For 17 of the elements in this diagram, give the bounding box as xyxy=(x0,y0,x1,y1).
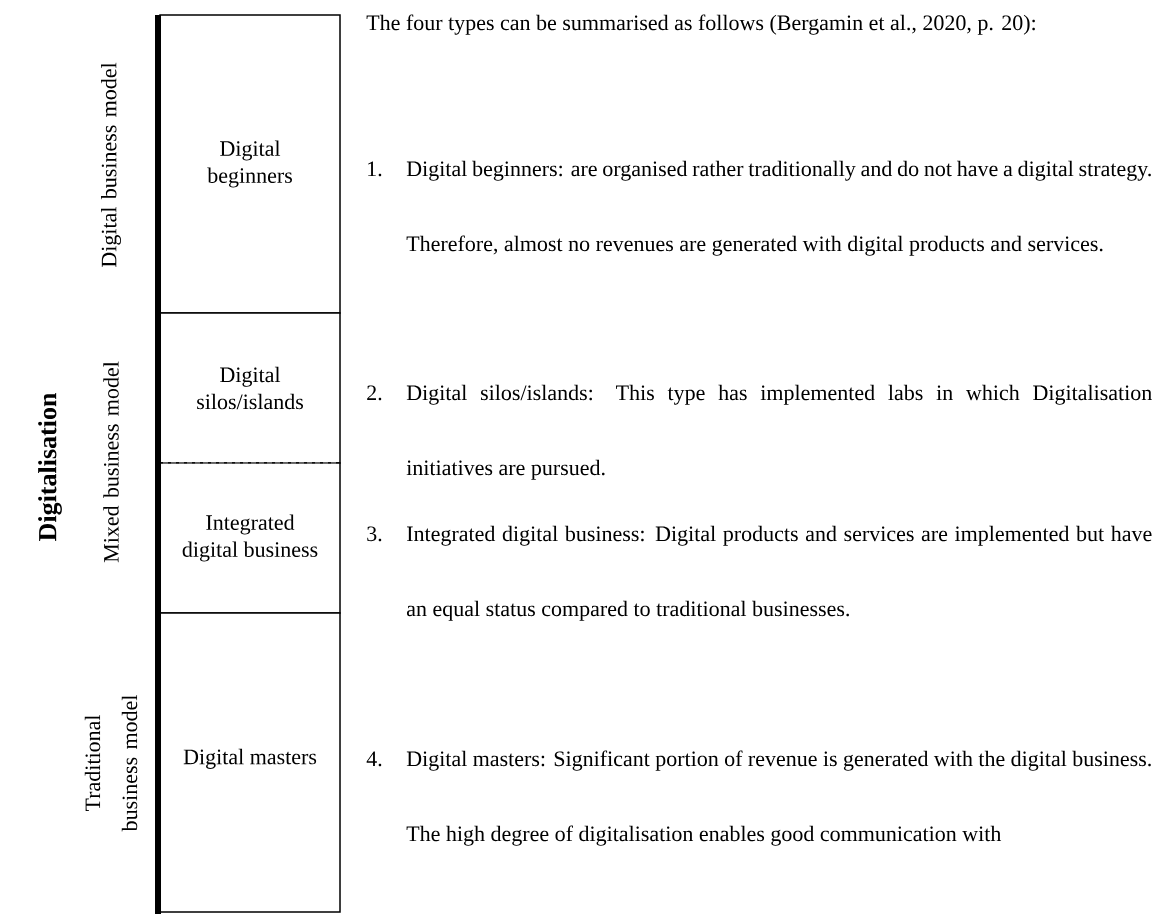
rotated-label: Digital business model xyxy=(101,62,121,268)
list-number: 4. xyxy=(366,751,382,767)
paragraph: The four types can be summarised as follows (Bergamin et al., 2020, p. 20): xyxy=(366,14,1035,35)
list-item: Digital masters: Significant portion of revenue is generated with the digital business. The high degree of digitalisation enables good communication with xyxy=(406,750,1151,846)
list-number: 3. xyxy=(367,526,382,542)
list-number: 1. xyxy=(368,161,382,177)
list-item: Digital beginners: are organised rather traditionally and do not have a digital strategy. Therefore, almost no revenues are generated with digital products and services. xyxy=(406,160,1151,256)
type-box: Digital silos/islands xyxy=(159,312,341,464)
rotated-label: Traditional business model xyxy=(84,695,138,832)
rotated-label: Mixed business model xyxy=(103,361,119,563)
list-number: 2. xyxy=(367,385,382,401)
type-box: Digital masters xyxy=(159,612,341,913)
rotated-title: Digitalisation xyxy=(38,393,62,541)
list-item: Integrated digital business: Digital products and services are implemented but have an equal status compared to traditional businesses. xyxy=(407,525,1152,621)
type-box: Digital beginners xyxy=(159,14,341,314)
list-item: Digital silos/islands: This type has implemented labs in which Digitalisation initiatives are pursued. xyxy=(406,384,1152,480)
type-box: Integrated digital business xyxy=(159,462,341,614)
